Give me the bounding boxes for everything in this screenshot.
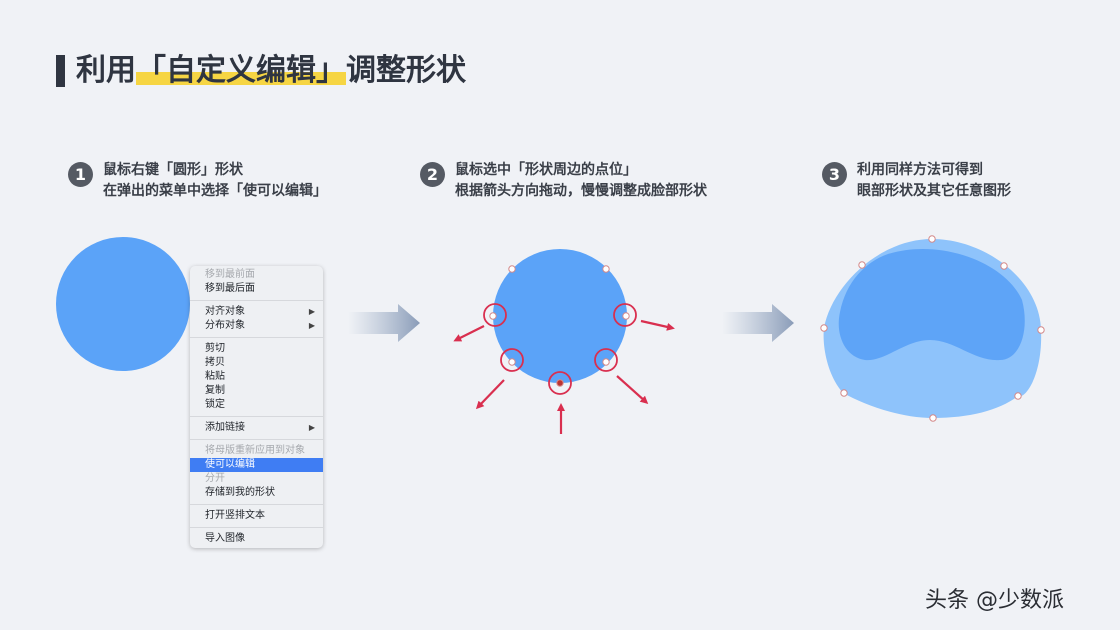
face-edit-points (820, 235, 1045, 422)
step-number-badge: 1 (68, 162, 93, 187)
edit-point[interactable] (1037, 326, 1045, 334)
edit-point[interactable] (602, 265, 610, 273)
menu-item-label: 存储到我的形状 (205, 487, 275, 498)
menu-item-label: 分布对象 (205, 320, 245, 331)
step-number-badge: 3 (822, 162, 847, 187)
edit-point[interactable] (622, 312, 630, 320)
step-1: 1 鼠标右键「圆形」形状 在弹出的菜单中选择「使可以编辑」 (68, 160, 327, 202)
edit-point[interactable] (929, 414, 937, 422)
title-prefix: 利用 (76, 53, 136, 88)
menu-separator (190, 439, 323, 440)
menu-item[interactable]: 分开 (190, 472, 323, 486)
step-3-line-2: 眼部形状及其它任意图形 (857, 183, 1011, 199)
transition-arrow-1 (348, 304, 420, 342)
step-1-line-1: 鼠标右键「圆形」形状 (103, 162, 243, 178)
menu-item-label: 将母版重新应用到对象 (205, 445, 305, 456)
menu-separator (190, 337, 323, 338)
menu-item[interactable]: 添加链接 ▶ (190, 421, 323, 435)
submenu-arrow-icon: ▶ (308, 307, 315, 316)
menu-item-label: 打开竖排文本 (205, 510, 265, 521)
step-number-badge: 2 (420, 162, 445, 187)
edit-point[interactable] (508, 358, 516, 366)
menu-separator (190, 300, 323, 301)
step-2-line-1: 鼠标选中「形状周边的点位」 (455, 162, 637, 178)
edit-point[interactable] (1014, 392, 1022, 400)
menu-item[interactable]: 复制 (190, 384, 323, 398)
submenu-arrow-icon: ▶ (308, 321, 315, 330)
menu-separator (190, 504, 323, 505)
menu-item[interactable]: 锁定 (190, 398, 323, 412)
edit-point[interactable] (858, 261, 866, 269)
menu-item[interactable]: 拷贝 (190, 356, 323, 370)
menu-item-label: 粘贴 (205, 371, 225, 382)
title-highlight: 「自定义编辑」 (136, 53, 346, 88)
menu-item-label: 导入图像 (205, 533, 245, 544)
menu-item-label: 移到最前面 (205, 269, 255, 280)
menu-item[interactable]: 将母版重新应用到对象 (190, 444, 323, 458)
step-2: 2 鼠标选中「形状周边的点位」 根据箭头方向拖动，慢慢调整成脸部形状 (420, 160, 707, 202)
edit-point[interactable] (820, 324, 828, 332)
menu-item[interactable]: 打开竖排文本 (190, 509, 323, 523)
step-3: 3 利用同样方法可得到 眼部形状及其它任意图形 (822, 160, 1011, 202)
edit-point[interactable] (840, 389, 848, 397)
menu-item-label: 复制 (205, 385, 225, 396)
menu-item-label: 使可以编辑 (205, 459, 255, 470)
menu-separator (190, 416, 323, 417)
drag-direction-arrows (453, 319, 675, 434)
menu-item[interactable]: 存储到我的形状 (190, 486, 323, 500)
menu-separator (190, 527, 323, 528)
edit-point[interactable] (928, 235, 936, 243)
menu-item-label: 分开 (205, 473, 225, 484)
edit-point[interactable] (489, 312, 497, 320)
edit-point[interactable] (556, 379, 564, 387)
menu-item[interactable]: 剪切 (190, 342, 323, 356)
menu-item-label: 拷贝 (205, 357, 225, 368)
edit-points (489, 265, 630, 387)
context-menu: 移到最前面移到最后面对齐对象 ▶ 分布对象 ▶ 剪切拷贝粘贴复制锁定添加链接 ▶ 将母版重新… (190, 266, 323, 548)
page-title: 利用「自定义编辑」调整形状 (76, 51, 466, 91)
menu-item-label: 添加链接 (205, 422, 245, 433)
menu-item[interactable]: 移到最前面 (190, 268, 323, 282)
title-accent-bar (56, 55, 65, 87)
step-2-line-2: 根据箭头方向拖动，慢慢调整成脸部形状 (455, 183, 707, 199)
menu-item-label: 锁定 (205, 399, 225, 410)
menu-item[interactable]: 移到最后面 (190, 282, 323, 296)
menu-item[interactable]: 导入图像 (190, 532, 323, 546)
transition-arrow-2 (722, 304, 794, 342)
eye-region-shape (838, 248, 1025, 361)
menu-item[interactable]: 使可以编辑 (190, 458, 323, 472)
edit-point[interactable] (602, 358, 610, 366)
menu-item[interactable]: 粘贴 (190, 370, 323, 384)
edit-point[interactable] (508, 265, 516, 273)
point-highlight-rings (483, 303, 637, 395)
edit-point[interactable] (1000, 262, 1008, 270)
watermark: 头条 @少数派 (925, 588, 1064, 613)
menu-item[interactable]: 对齐对象 ▶ (190, 305, 323, 319)
step-3-line-1: 利用同样方法可得到 (857, 162, 983, 178)
submenu-arrow-icon: ▶ (308, 423, 315, 432)
step-1-line-2: 在弹出的菜单中选择「使可以编辑」 (103, 183, 327, 199)
menu-item[interactable]: 分布对象 ▶ (190, 319, 323, 333)
title-suffix: 调整形状 (346, 53, 466, 88)
menu-item-label: 移到最后面 (205, 283, 255, 294)
circle-shape[interactable] (56, 237, 190, 371)
menu-item-label: 剪切 (205, 343, 225, 354)
editable-circle-shape[interactable] (493, 249, 627, 383)
menu-item-label: 对齐对象 (205, 306, 245, 317)
